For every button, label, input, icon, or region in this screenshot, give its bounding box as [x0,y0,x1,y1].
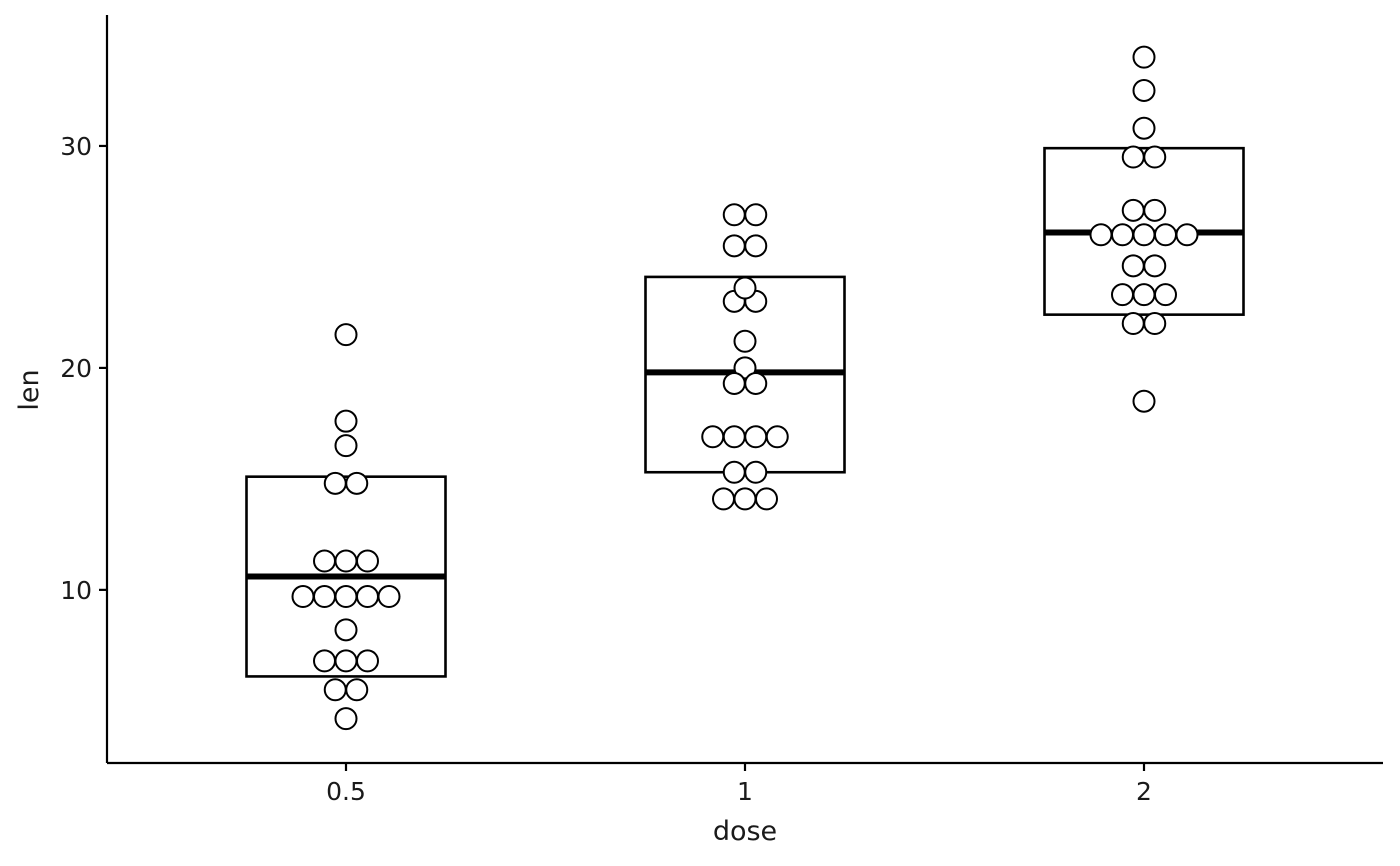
data-point [1089,223,1113,247]
data-point [334,434,358,458]
data-point [345,678,369,702]
x-tick-label: 0.5 [326,777,366,806]
data-point [701,425,725,449]
y-tick-label: 10 [60,576,92,605]
data-point [722,460,746,484]
data-point [1143,312,1167,336]
data-point [1143,145,1167,169]
data-point [1143,254,1167,278]
data-point [733,356,757,380]
x-tick-label: 1 [737,777,753,806]
data-point [744,425,768,449]
data-point [765,425,789,449]
data-point [334,618,358,642]
data-point [1132,283,1156,307]
data-point [1175,223,1199,247]
data-point [1111,283,1134,307]
data-point [313,585,336,609]
data-point [722,234,746,258]
x-axis-title: dose [713,816,777,847]
data-point [313,649,336,673]
y-tick-label: 20 [60,354,92,383]
data-point [744,234,768,258]
data-point [722,203,746,227]
data-point [356,549,379,573]
data-point [334,649,358,673]
data-point [733,487,757,511]
data-point [334,549,358,573]
x-tick-label: 2 [1136,777,1152,806]
data-point [744,371,768,395]
data-point [1132,45,1156,69]
data-point [1143,198,1167,222]
data-point [744,203,768,227]
data-point [313,549,336,573]
data-point [1154,223,1177,247]
data-point [334,585,358,609]
data-point [1154,283,1177,307]
y-tick-label: 30 [60,132,92,161]
data-point [722,425,746,449]
x-axis-ticks: 0.5 1 2 [326,763,1152,806]
data-point [291,585,315,609]
data-point [733,276,757,300]
data-point [722,371,746,395]
y-axis-ticks: 10 20 30 [60,132,107,605]
data-point [1111,223,1134,247]
data-point [323,471,347,495]
data-point [1132,78,1156,102]
data-point [334,707,358,731]
data-point [334,323,358,347]
data-point [1121,254,1145,278]
data-point [1132,389,1156,413]
data-point [733,329,757,353]
data-point [755,487,778,511]
data-point [744,460,768,484]
data-point [1121,312,1145,336]
data-point [377,585,401,609]
data-point [356,585,379,609]
data-point [334,409,358,433]
data-point [1132,116,1156,140]
y-axis-title: len [14,369,45,410]
data-point [1132,223,1156,247]
data-point [323,678,347,702]
points-layer [291,45,1199,731]
data-point [1121,198,1145,222]
data-point [356,649,379,673]
data-point [345,471,369,495]
data-point [1121,145,1145,169]
data-point [712,487,735,511]
